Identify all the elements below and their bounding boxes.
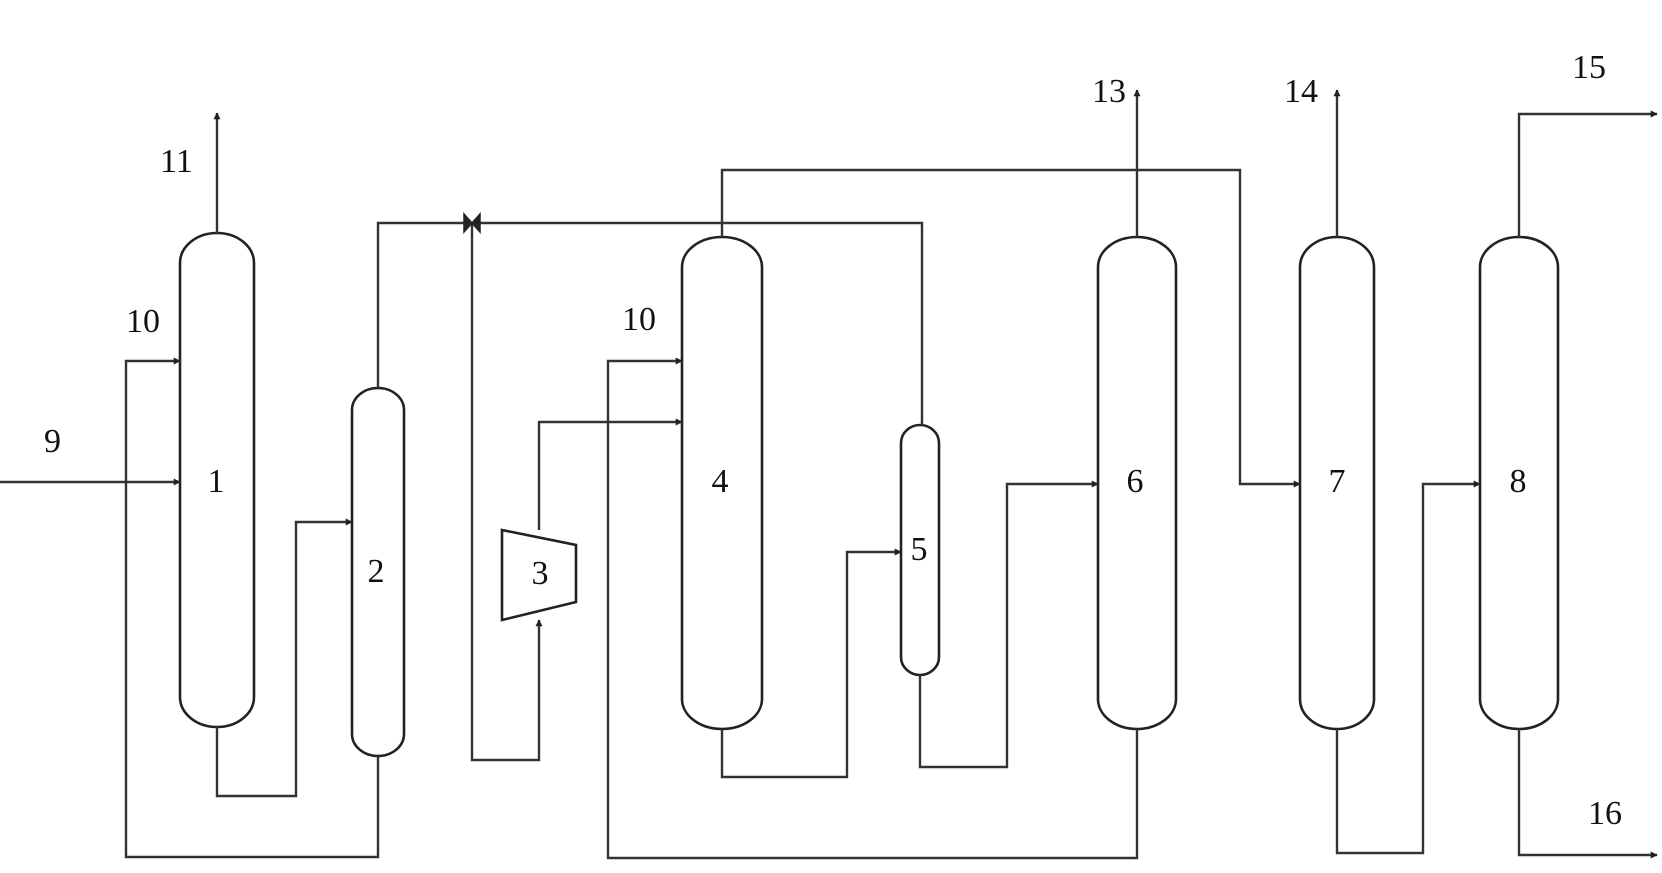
stream-c1-bottom-to-c2 bbox=[215, 518, 353, 798]
stream-label-14: 14 bbox=[1284, 73, 1318, 110]
unit-label-8: 8 bbox=[1510, 463, 1527, 500]
stream-15-overhead bbox=[1517, 110, 1658, 237]
stream-label-10-left: 10 bbox=[126, 303, 160, 340]
stream-label-11: 11 bbox=[160, 143, 193, 180]
unit-label-6: 6 bbox=[1127, 463, 1144, 500]
stream-label-15: 15 bbox=[1572, 49, 1606, 86]
stream-label-10-right: 10 bbox=[622, 301, 656, 338]
compressor-3 bbox=[500, 528, 578, 622]
unit-label-3: 3 bbox=[532, 555, 549, 592]
stream-c4-bottom-to-c5 bbox=[720, 548, 902, 779]
stream-16-bottoms bbox=[1517, 729, 1658, 859]
unit-label-2: 2 bbox=[368, 553, 385, 590]
unit-label-5: 5 bbox=[911, 531, 928, 568]
stream-compressor-to-c4 bbox=[537, 418, 683, 530]
unit-label-4: 4 bbox=[712, 463, 729, 500]
unit-label-1: 1 bbox=[208, 463, 225, 500]
stream-c5-bottom-to-c6 bbox=[918, 480, 1099, 769]
stream-label-9: 9 bbox=[44, 423, 61, 460]
stream-label-16: 16 bbox=[1588, 795, 1622, 832]
stream-header-to-compressor bbox=[470, 223, 543, 762]
stream-c7-bottom-to-c8 bbox=[1335, 480, 1481, 855]
valve-symbol bbox=[463, 212, 481, 234]
stream-c6-recycle-to-c4 bbox=[606, 357, 1139, 860]
stream-c2-overhead-header bbox=[376, 221, 924, 425]
stream-c2-recycle-to-c1 bbox=[124, 357, 380, 859]
unit-label-7: 7 bbox=[1329, 463, 1346, 500]
stream-c4-overhead-to-c7 bbox=[720, 168, 1301, 488]
stream-label-13: 13 bbox=[1092, 73, 1126, 110]
